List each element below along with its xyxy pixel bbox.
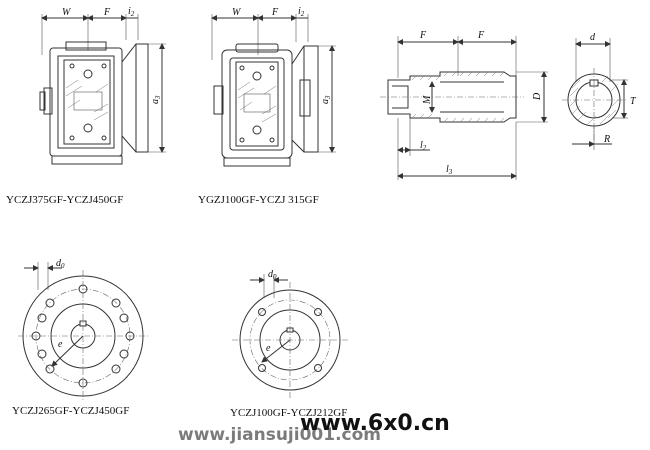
dim-W: W [62,7,72,18]
dim-D: D [532,92,543,101]
dim-M: M [422,95,433,105]
dim-W-2: W [232,7,242,18]
dim-F-shaft-1: F [419,30,427,41]
dim-d: d [590,32,596,43]
dim-l3: l3 [446,164,453,176]
dim-d0: d0 [56,258,65,270]
dim-F: F [103,7,111,18]
flange-view-large: d0 e [18,258,148,402]
hollow-shaft-section: F F M D [380,30,548,180]
caption-bottom-mid: YCZJ100GF-YCZJ212GF [230,407,347,419]
dim-R: R [603,134,610,145]
dim-F-2: F [271,7,279,18]
caption-top-mid: YGZJ100GF-YCZJ 315GF [198,194,319,206]
shaft-cross-section: d T R [562,32,637,150]
gearbox-front-view-large: W F i2 a3 [39,6,166,165]
dim-a3-2: a3 [320,95,332,104]
dim-l2: l2 [420,140,427,152]
flange-view-small: d0 e [232,269,348,398]
caption-bottom-left: YCZJ265GF-YCZJ450GF [12,405,129,417]
watermark-site: www.jiansuji001.com [178,425,381,445]
caption-top-left: YCZJ375GF-YCZJ450GF [6,194,123,206]
watermark-domain: www.6x0.cn [300,411,450,436]
dim-e-2: e [266,343,271,354]
watermark: www.jiansuji001.com www.6x0.cn [178,411,450,445]
dim-T: T [630,96,637,107]
dim-d0-2: d0 [268,269,277,281]
dim-i2-2: i2 [298,6,305,18]
dim-e: e [58,339,63,350]
dim-a3: a3 [150,95,162,104]
dim-i2: i2 [128,6,135,18]
gearbox-front-view-small: W F i2 a3 [211,6,336,167]
dim-F-shaft-2: F [477,30,485,41]
